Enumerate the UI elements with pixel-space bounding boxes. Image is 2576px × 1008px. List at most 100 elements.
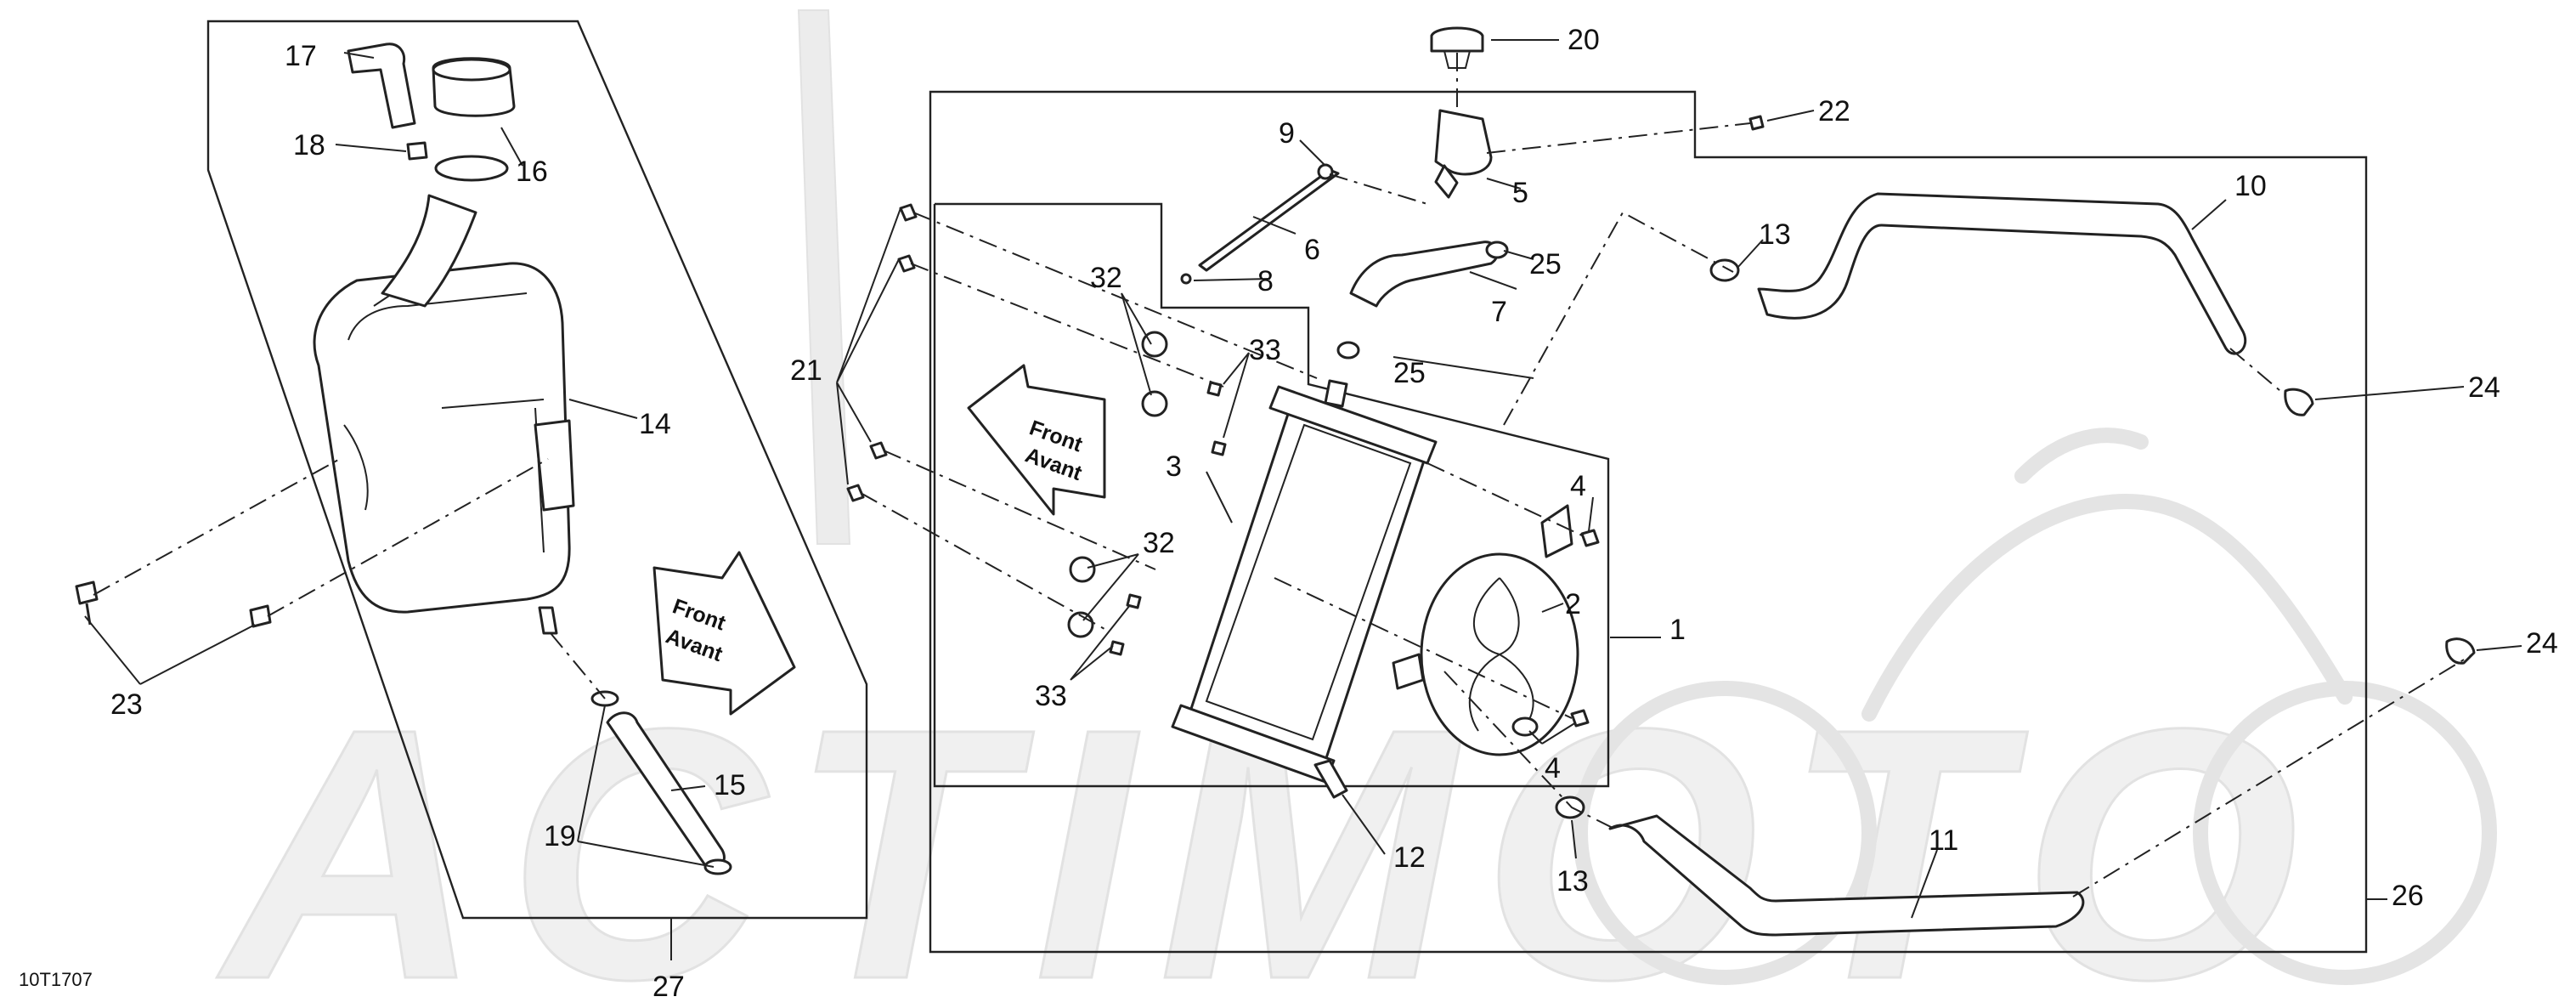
axis-clamp-24-bottom <box>2072 654 2473 898</box>
callout-27: 27 <box>652 971 685 1003</box>
callout-10: 10 <box>2234 170 2267 202</box>
callout-7: 7 <box>1491 296 1507 328</box>
callouts: 1 2 3 4 4 5 6 7 8 9 10 11 12 13 13 14 15… <box>110 24 2558 1003</box>
frame-radiator-sub <box>933 202 1610 788</box>
callout-1: 1 <box>1669 614 1686 646</box>
callout-16: 16 <box>516 156 548 188</box>
arrow-tank-shape <box>652 551 796 716</box>
axis-tank-screw-left <box>93 458 341 596</box>
direction-arrow-tank: Front Avant <box>652 551 796 716</box>
leader-lines <box>84 39 2522 960</box>
callout-33a: 33 <box>1249 334 1281 366</box>
bolt-9 <box>1317 163 1334 180</box>
callout-32b: 32 <box>1143 527 1175 559</box>
grommet-32-c <box>1069 556 1096 583</box>
bolt-21-b <box>897 254 916 273</box>
callout-6: 6 <box>1304 234 1320 266</box>
cap-20 <box>1430 26 1484 53</box>
washer-4 <box>1511 716 1539 737</box>
hose-11 <box>1608 814 2085 937</box>
clip-8 <box>1180 273 1192 285</box>
axis-bolt-22 <box>1486 122 1751 154</box>
callout-23: 23 <box>110 688 143 721</box>
callout-13a: 13 <box>1759 218 1791 251</box>
hose-10 <box>1757 192 2247 355</box>
clamp-24-top <box>2284 388 2314 416</box>
callout-25a: 25 <box>1529 248 1562 280</box>
radiator-3-core <box>1205 423 1412 741</box>
callout-2: 2 <box>1565 588 1581 620</box>
callout-13b: 13 <box>1556 865 1589 898</box>
filler-5-outlet <box>1434 164 1459 199</box>
direction-arrow-radiator: Front Avant <box>967 364 1106 516</box>
callout-14: 14 <box>639 408 671 440</box>
bolt-21-a <box>899 203 918 222</box>
callout-17: 17 <box>285 40 317 72</box>
callout-24a: 24 <box>2468 371 2500 404</box>
callout-18: 18 <box>293 129 325 161</box>
watermark-spire <box>797 9 851 545</box>
callout-19: 19 <box>544 820 576 852</box>
clamp-13-bottom <box>1555 796 1585 819</box>
screw-4-top <box>1580 529 1600 547</box>
spacer-33-c <box>1126 593 1142 609</box>
radiator-3-inlet <box>1324 379 1348 408</box>
rod-6 <box>1198 168 1340 272</box>
callout-12: 12 <box>1393 841 1426 874</box>
callout-5: 5 <box>1512 177 1528 209</box>
frame-assembly-27 <box>206 20 868 920</box>
grommet-32-b <box>1141 390 1168 417</box>
spacer-33-b <box>1211 440 1227 456</box>
callout-11: 11 <box>1929 824 1958 857</box>
callout-25b: 25 <box>1393 357 1426 389</box>
screw-4-bottom <box>1570 709 1590 728</box>
frame-assembly-1 <box>929 90 2368 954</box>
bolt-22 <box>1748 115 1765 131</box>
axis-bolt-21-b <box>910 263 1224 388</box>
axis-bolt-21-d <box>860 492 1105 630</box>
callout-8: 8 <box>1257 265 1274 297</box>
fan-2-bracket <box>1392 504 1573 690</box>
callout-3: 3 <box>1166 450 1182 483</box>
axis-hose-11 <box>1443 671 1615 830</box>
fitting-12 <box>1313 759 1348 799</box>
watermark-wheel-left <box>1573 681 1877 985</box>
gasket-16 <box>434 155 509 182</box>
clamp-13-top <box>1709 258 1740 282</box>
bolt-21-d <box>846 484 865 502</box>
tank-14-contour <box>343 288 545 553</box>
axis-tank-screw-right <box>267 458 549 617</box>
clamp-24-bottom <box>2445 637 2476 665</box>
overflow-tank-group <box>75 42 732 875</box>
group-frames <box>206 20 2368 954</box>
axis-bolt-21-c <box>883 450 1156 570</box>
figure-code: 10T1707 <box>19 969 93 990</box>
axis-tank-hose <box>550 632 606 699</box>
clamp-19-bottom <box>703 858 732 875</box>
bolt-21-c <box>869 441 888 460</box>
tank-14-filler-neck <box>381 194 477 308</box>
callout-15: 15 <box>714 769 746 801</box>
spacer-33-d <box>1109 640 1125 656</box>
tank-14-outlet <box>538 606 558 635</box>
callout-4a: 4 <box>1570 470 1586 502</box>
callout-22: 22 <box>1818 95 1850 127</box>
cap-16-top <box>432 58 511 82</box>
callout-21: 21 <box>790 354 822 387</box>
axis-bolt-9 <box>1329 173 1428 205</box>
axis-clamp-24-top <box>2229 348 2286 396</box>
callout-26: 26 <box>2392 880 2424 912</box>
callout-20: 20 <box>1568 24 1600 56</box>
axis-hose-10 <box>1503 211 1734 426</box>
callout-33b: 33 <box>1035 680 1067 712</box>
axis-bolt-21-a <box>912 212 1318 379</box>
callout-9: 9 <box>1279 117 1295 150</box>
clamp-25-top <box>1485 241 1509 259</box>
radiator-group <box>846 26 2476 937</box>
axis-screw-4-top <box>1426 462 1583 536</box>
watermark-bike-body <box>1861 428 2353 722</box>
clamp-25-bottom <box>1336 341 1360 360</box>
tank-14-bracket <box>534 419 575 512</box>
arrow-radiator-shape <box>967 364 1106 516</box>
